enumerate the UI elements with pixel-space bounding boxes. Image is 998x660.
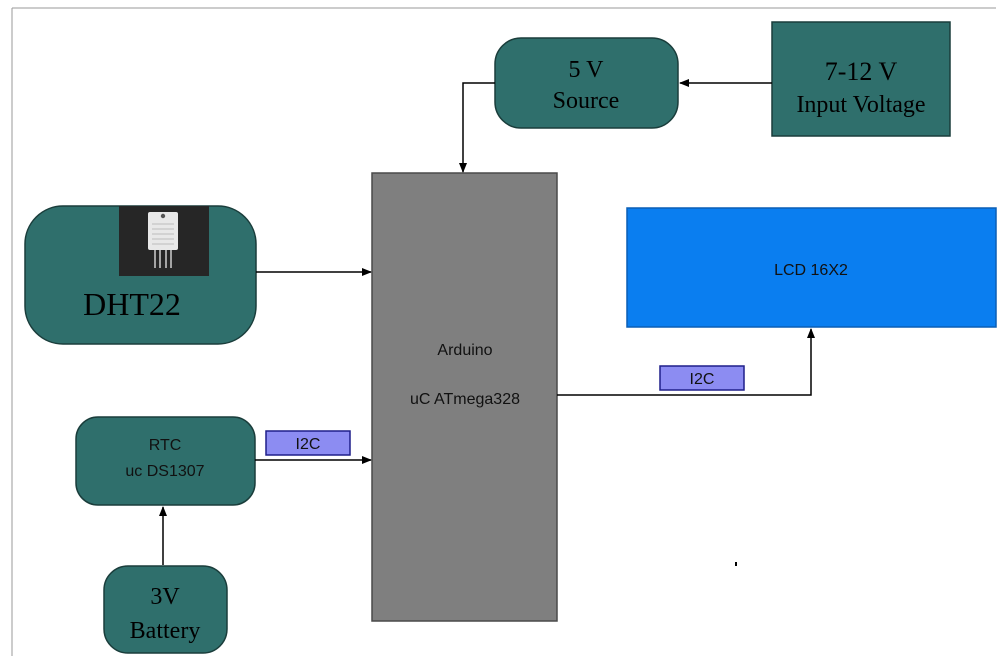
dht22-sensor-icon (119, 206, 209, 276)
source-block (494, 37, 679, 129)
source-to-arduino-arrow (459, 82, 495, 173)
lcd-block (626, 207, 997, 328)
source-line2: Source (553, 88, 620, 114)
input-line2: Input Voltage (796, 92, 925, 118)
battery-block (103, 565, 228, 654)
battery-line1: 3V (150, 584, 180, 610)
stray-dot (735, 562, 737, 566)
dht22-label: DHT22 (83, 286, 181, 322)
lcd-label: LCD 16X2 (774, 262, 848, 279)
mcu-line1: Arduino (437, 342, 492, 359)
lcd-bus-label: I2C (690, 371, 715, 388)
arduino-to-lcd-arrow (557, 328, 815, 396)
rtc-bus-label-box (265, 430, 351, 456)
lcd-bus-label-box (659, 365, 745, 391)
input-line1: 7-12 V (825, 57, 898, 86)
rtc-bus-label: I2C (296, 436, 321, 453)
source-line1: 5 V (569, 57, 605, 83)
battery-line2: Battery (130, 618, 201, 644)
input-voltage-block (771, 21, 951, 137)
rtc-line1: RTC (149, 437, 182, 454)
rtc-block (75, 416, 256, 506)
mcu-line2: uC ATmega328 (410, 391, 520, 408)
rtc-line2: uc DS1307 (125, 463, 204, 480)
arduino-block (371, 172, 558, 622)
